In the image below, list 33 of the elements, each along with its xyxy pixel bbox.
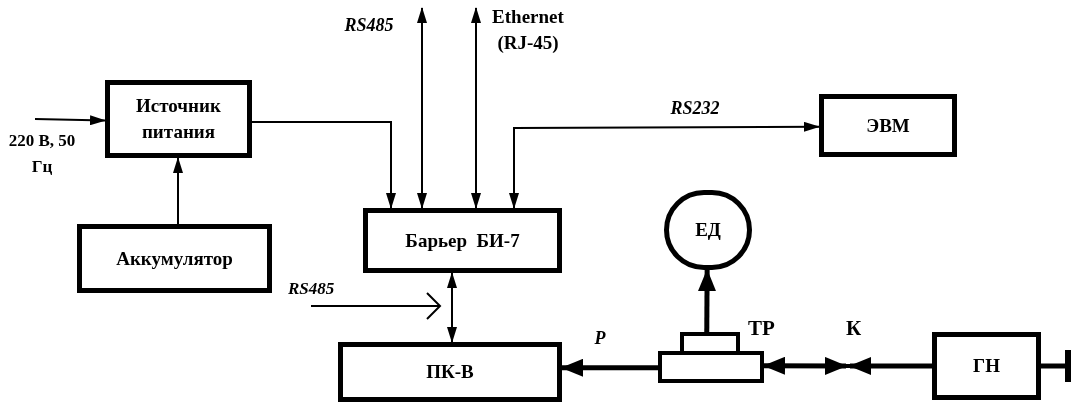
generator-box: [932, 332, 1041, 400]
arrow: [509, 121, 820, 209]
arrow: [561, 358, 658, 377]
junction-point: [846, 364, 850, 368]
arrow: [34, 115, 106, 126]
arrow: [698, 269, 716, 332]
node-label: ЕД: [695, 218, 721, 242]
arrow: [173, 157, 183, 225]
node-label: ГН: [973, 354, 1000, 378]
edge-label: Ethernet (RJ-45): [491, 5, 565, 55]
arrow: [849, 357, 932, 375]
node-label: Барьер БИ-7: [405, 228, 520, 253]
node-label: Источник питания: [135, 94, 222, 144]
arrow: [471, 7, 481, 209]
battery-box: [77, 224, 272, 293]
edge-label: P: [593, 327, 607, 350]
voltage-label: 220 В, 50 Гц: [7, 130, 77, 178]
computer-box: [819, 94, 957, 157]
node-label: ЭВМ: [866, 113, 910, 138]
node-label: ПК-В: [426, 360, 474, 384]
barrier-box: [363, 208, 562, 273]
edge-label: RS232: [669, 97, 721, 120]
arrow: [447, 272, 457, 343]
signal-label: RS485: [288, 278, 336, 300]
edge-label: RS485: [343, 14, 395, 37]
part-label: К: [846, 317, 862, 339]
arrow: [763, 356, 847, 375]
arrow: [251, 121, 396, 209]
node-label: Аккумулятор: [116, 246, 233, 271]
controller-box: [338, 342, 562, 402]
arrow: [417, 7, 427, 209]
part-label: ТР: [748, 317, 775, 339]
power-supply-box: [105, 80, 252, 158]
